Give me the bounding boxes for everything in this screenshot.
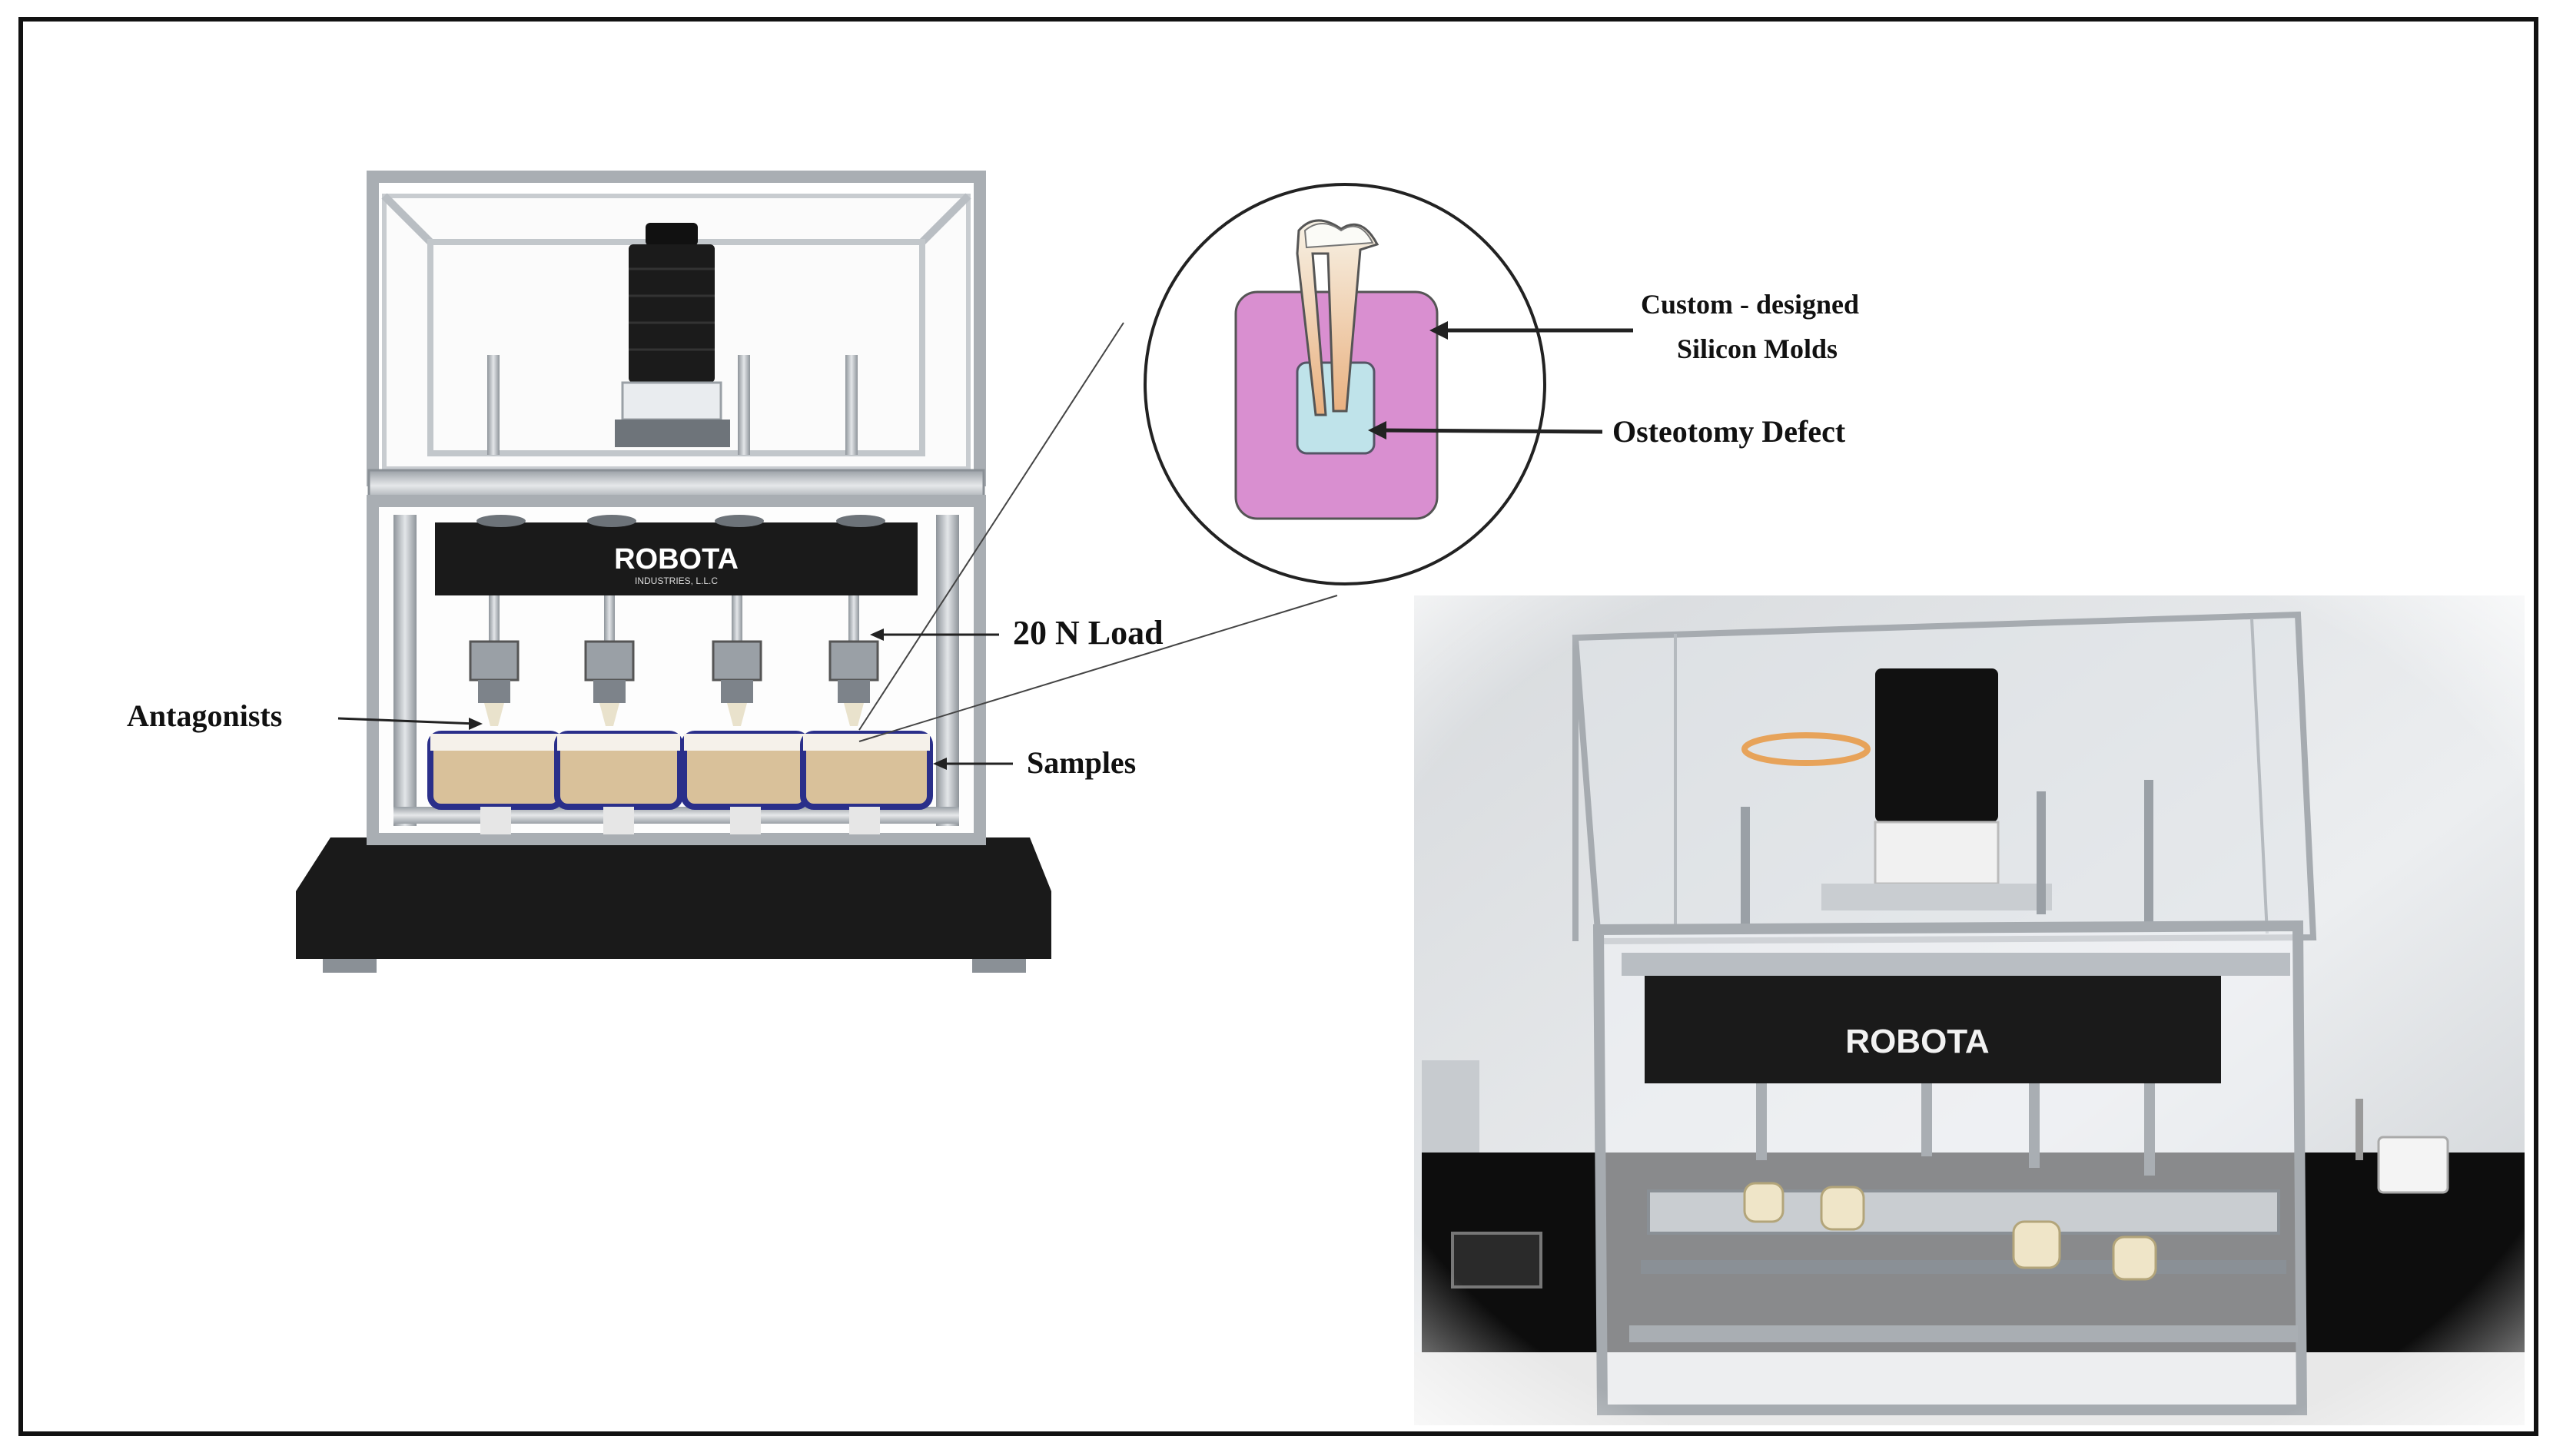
figure-border	[18, 17, 2538, 1436]
loading-station	[427, 595, 564, 834]
loading-station	[554, 595, 683, 834]
guide-post	[845, 355, 858, 455]
antagonist-tip	[844, 703, 864, 726]
label-defect: Osteotomy Defect	[1612, 414, 1846, 449]
actuator-beam	[435, 522, 918, 595]
tooth	[1296, 219, 1379, 416]
guide-post	[738, 355, 750, 455]
loading-station	[800, 595, 933, 834]
guide-post	[487, 355, 500, 455]
base-foot-left	[323, 959, 377, 973]
mold-detail-circle	[1144, 183, 1546, 585]
label-load: 20 N Load	[1013, 614, 1164, 652]
label-samples: Samples	[1027, 745, 1136, 780]
brand-logo: ROBOTA	[614, 543, 739, 575]
antagonist-tip	[484, 703, 504, 726]
zoom-line-top	[858, 322, 1124, 731]
motor-unit	[615, 223, 730, 447]
label-antagonists: Antagonists	[127, 698, 282, 733]
brand-sub: INDUSTRIES, L.L.C	[635, 575, 718, 586]
antagonist-tip	[727, 703, 747, 726]
machine-photo: ROBOTA	[1414, 595, 2525, 1425]
label-molds-line1: Custom - designed	[1641, 289, 1859, 320]
annotations: Antagonists 20 N Load Samples Custom - d…	[127, 289, 1859, 780]
machine-base	[296, 837, 1051, 959]
antagonist-tip	[599, 703, 619, 726]
label-molds-line2: Silicon Molds	[1677, 333, 1838, 364]
zoom-line-bottom	[858, 595, 1338, 742]
base-foot-right	[972, 959, 1026, 973]
machine-illustration: ROBOTA INDUSTRIES, L.L.C	[296, 171, 1051, 973]
